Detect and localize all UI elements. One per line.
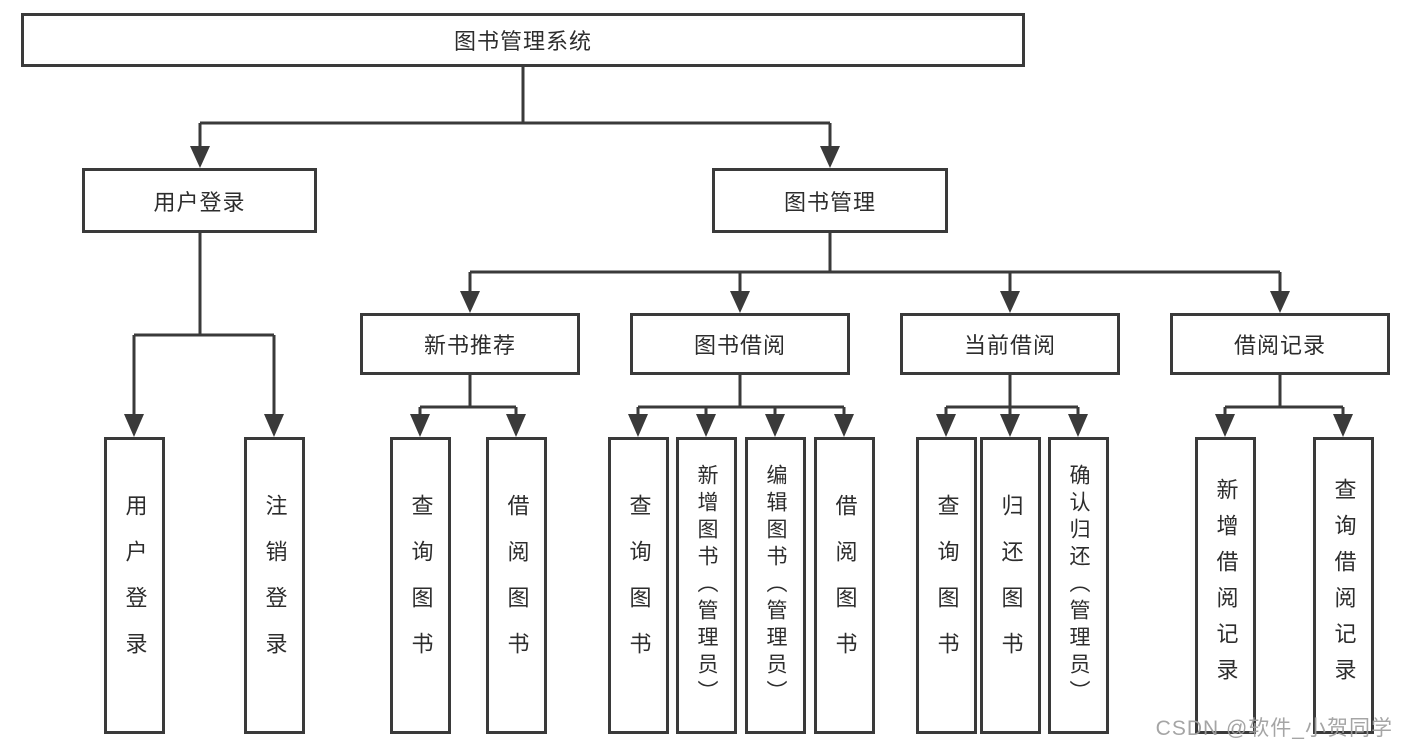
node-root-label: 图书管理系统 [453,29,592,54]
arrowheads [124,146,1353,437]
leaf-current-query-book: 查询图书 [916,437,977,734]
connector-mgmt [468,233,1282,295]
node-book-borrow: 图书借阅 [630,313,850,375]
leaf-current-query-book-label: 查询图书 [934,493,960,678]
leaf-recommend-borrow-book-label: 借阅图书 [504,493,530,678]
leaf-user-login: 用户登录 [104,437,165,734]
node-borrow-records-label: 借阅记录 [1233,333,1326,358]
leaf-return-book: 归还图书 [980,437,1041,734]
leaf-logout: 注销登录 [244,437,305,734]
node-book-borrow-label: 图书借阅 [693,333,786,358]
connector-borrow [636,375,846,419]
leaf-borrow-query-book-label: 查询图书 [626,493,652,678]
connector-current [944,375,1080,419]
leaf-confirm-return-admin: 确认归还（管理员） [1048,437,1109,734]
connector-root [198,67,832,150]
leaf-recommend-query-book-label: 查询图书 [408,493,434,678]
node-user-login-label: 用户登录 [153,189,246,215]
leaf-confirm-return-admin-label: 确认归还（管理员） [1067,464,1090,707]
node-borrow-records: 借阅记录 [1170,313,1390,375]
leaf-add-borrow-record: 新增借阅记录 [1195,437,1256,734]
leaf-edit-book-admin-label: 编辑图书（管理员） [764,464,787,707]
node-user-login: 用户登录 [82,168,317,233]
csdn-watermark: CSDN @软件_小贺同学 [1155,717,1393,740]
leaf-add-borrow-record-label: 新增借阅记录 [1213,477,1239,694]
node-new-book-recommend: 新书推荐 [360,313,580,375]
connector-login [132,233,276,419]
leaf-borrow-query-book: 查询图书 [608,437,669,734]
node-new-book-recommend-label: 新书推荐 [423,333,516,358]
leaf-edit-book-admin: 编辑图书（管理员） [745,437,806,734]
leaf-logout-label: 注销登录 [262,493,288,678]
connector-records [1223,375,1345,419]
leaf-recommend-borrow-book: 借阅图书 [486,437,547,734]
leaf-add-book-admin-label: 新增图书（管理员） [695,464,718,707]
node-current-borrow: 当前借阅 [900,313,1120,375]
leaf-query-borrow-record-label: 查询借阅记录 [1331,477,1357,694]
leaf-recommend-query-book: 查询图书 [390,437,451,734]
leaf-borrow-book: 借阅图书 [814,437,875,734]
leaf-borrow-book-label: 借阅图书 [832,493,858,678]
leaf-query-borrow-record: 查询借阅记录 [1313,437,1374,734]
leaf-user-login-label: 用户登录 [122,493,148,678]
node-current-borrow-label: 当前借阅 [963,333,1056,358]
leaf-return-book-label: 归还图书 [998,493,1024,678]
node-book-management: 图书管理 [712,168,948,233]
node-root: 图书管理系统 [21,13,1025,67]
connector-recommend [418,375,518,419]
node-book-management-label: 图书管理 [783,189,876,215]
leaf-add-book-admin: 新增图书（管理员） [676,437,737,734]
